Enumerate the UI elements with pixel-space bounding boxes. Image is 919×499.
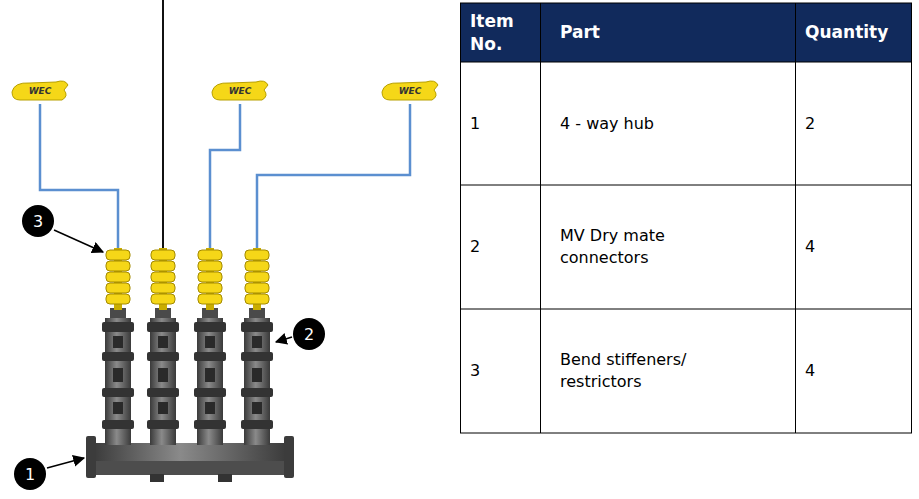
leader-lines [47,230,292,468]
table-cell: MV Dry mate connectors [540,185,795,309]
table-heading: Quantity [805,21,888,44]
table-text: Bend stiffeners/ restrictors [560,349,725,392]
wec-label: WEC [399,86,422,96]
table-cell: Quantity [795,3,912,62]
table-text: 3 [470,360,480,382]
wec-outline [12,81,68,100]
table-heading: Item No. [470,10,540,56]
table-text: 4 - way hub [560,113,654,135]
callout-number: 3 [22,205,54,237]
cables [40,104,410,250]
table-cell: 4 [795,309,912,433]
table-cell: Bend stiffeners/ restrictors [540,309,795,433]
connector-column [147,248,179,445]
wec-device: WEC [380,78,440,104]
riser-line [162,0,164,250]
wec-device: WEC [210,78,270,104]
wec-label: WEC [29,86,52,96]
table-cell: 3 [460,309,540,433]
callout-number: 1 [14,458,46,490]
connector-column [102,248,134,445]
connector-column [194,248,226,445]
wec-outline [212,81,268,100]
table-cell: 2 [460,185,540,309]
wec-device: WEC [10,78,70,104]
table-heading: Part [560,21,600,44]
connector-column [241,248,273,445]
table-cell: 2 [795,62,912,185]
wec-label: WEC [229,86,252,96]
table-text: 2 [470,236,480,258]
table-grid [460,3,912,433]
callout-text: 3 [33,212,43,231]
callout-text: 2 [304,325,314,344]
table-cell: Part [540,3,795,62]
callout-number: 2 [293,318,325,350]
table-text: 1 [470,113,480,135]
table-text: MV Dry mate connectors [560,225,725,268]
table-cell: 4 - way hub [540,62,795,185]
table-text: 4 [805,360,815,382]
table-cell: 4 [795,185,912,309]
table-text: 2 [805,113,815,135]
wec-outline [382,81,438,100]
table-cell: 1 [460,62,540,185]
table-header [460,3,912,62]
callout-text: 1 [25,465,35,484]
table-cell: Item No. [460,3,540,62]
table-text: 4 [805,236,815,258]
